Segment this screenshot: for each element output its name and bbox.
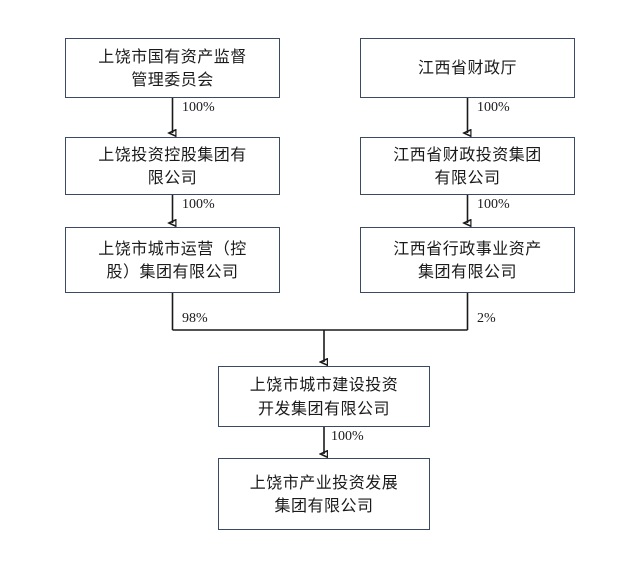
edge-label-n3-n5: 100% [182,197,215,212]
node-label: 江西省行政事业资产 集团有限公司 [393,238,542,281]
node-shangrao-urban-construction[interactable]: 上饶市城市建设投资 开发集团有限公司 [218,366,430,427]
node-label: 江西省财政厅 [417,58,517,78]
edge-label-n2-n4: 100% [477,100,510,115]
edge-label-n5-n7: 98% [182,311,208,326]
node-shangrao-investment-holding[interactable]: 上饶投资控股集团有 限公司 [65,137,280,195]
node-label: 上饶市产业投资发展 集团有限公司 [249,472,399,515]
node-jiangxi-admin-assets[interactable]: 江西省行政事业资产 集团有限公司 [360,227,575,293]
node-jiangxi-fiscal-investment[interactable]: 江西省财政投资集团 有限公司 [360,137,575,195]
edge-label-n1-n3: 100% [182,100,215,115]
node-label: 上饶投资控股集团有 限公司 [98,144,247,187]
node-shangrao-city-operation[interactable]: 上饶市城市运营（控 股）集团有限公司 [65,227,280,293]
node-label: 江西省财政投资集团 有限公司 [393,144,542,187]
node-shangrao-sasac[interactable]: 上饶市国有资产监督 管理委员会 [65,38,280,98]
edge-label-n7-n8: 100% [331,429,364,444]
edge-label-n6-n7: 2% [477,311,496,326]
node-label: 上饶市城市运营（控 股）集团有限公司 [98,238,247,281]
node-label: 上饶市国有资产监督 管理委员会 [98,46,247,89]
node-label: 上饶市城市建设投资 开发集团有限公司 [249,375,399,418]
edge-label-n4-n6: 100% [477,197,510,212]
node-shangrao-industry-investment[interactable]: 上饶市产业投资发展 集团有限公司 [218,458,430,530]
node-jiangxi-finance-dept[interactable]: 江西省财政厅 [360,38,575,98]
